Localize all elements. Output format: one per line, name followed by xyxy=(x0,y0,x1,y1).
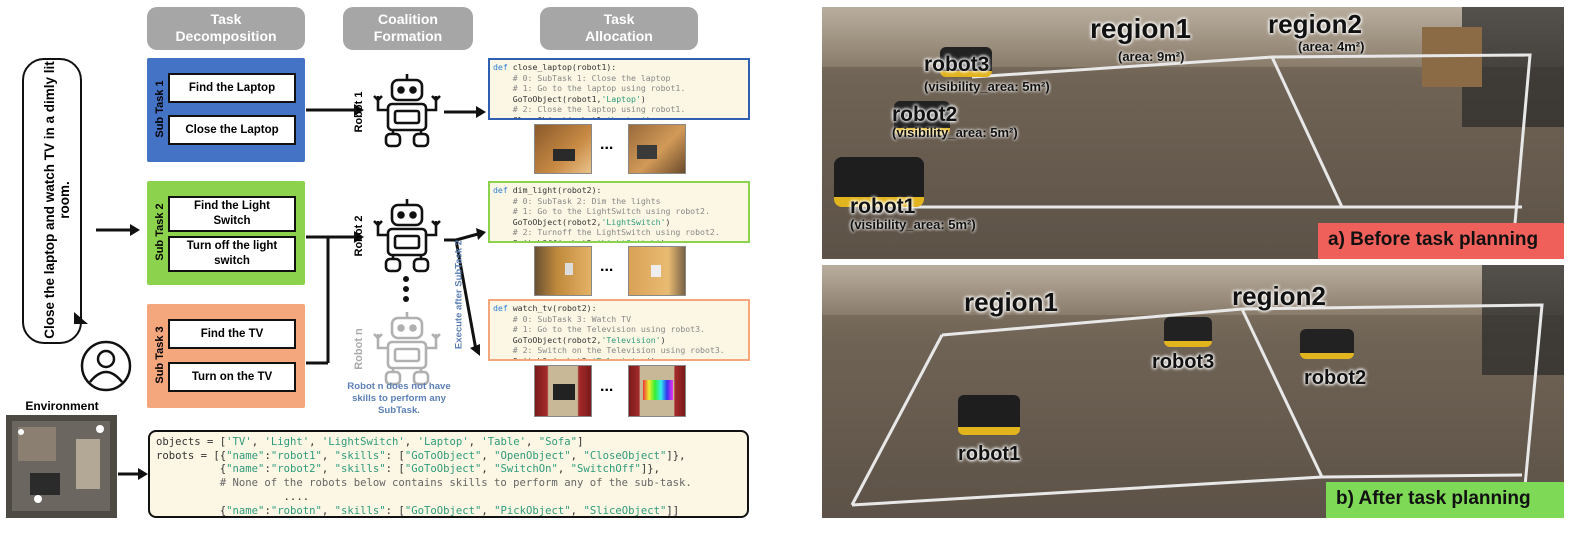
robot-1-icon xyxy=(373,74,441,148)
robot2-label: robot2 xyxy=(892,103,958,126)
instruction-bubble xyxy=(22,58,82,344)
code-line: def close_laptop(robot1): xyxy=(493,62,617,72)
code-line: # 2: Switch on the Television using robo… xyxy=(493,345,725,356)
environment-code-line: {"name":"robot2", "skills": ["GoToObject… xyxy=(156,463,660,476)
thumb-ellipsis-2: ... xyxy=(600,258,614,275)
subtask-1-item-1: Find the Laptop xyxy=(168,73,296,103)
code-block-close-laptop: def close_laptop(robot1): # 0: SubTask 1… xyxy=(488,58,750,120)
robot3-label: robot3 xyxy=(924,53,990,76)
thumb-laptop-2 xyxy=(628,124,686,174)
robot1-visibility: (visibility_area: 5m²) xyxy=(850,217,976,232)
environment-image xyxy=(6,415,117,518)
robot-3-body xyxy=(940,47,992,77)
subtask-3-label: Sub Task 3 xyxy=(154,326,166,384)
robot-2-body-after xyxy=(1300,329,1354,359)
caption-before: a) Before task planning xyxy=(1318,223,1564,259)
region2-area: (area: 4m²) xyxy=(1298,39,1365,54)
instruction-text: Close the laptop and watch TV in a dimly… xyxy=(42,61,72,339)
arrows-subtasks-robots xyxy=(306,104,364,365)
code-line: # 0: SubTask 2: Dim the lights xyxy=(493,195,661,206)
arrows-robots-code xyxy=(444,106,486,356)
robot1-label-after: robot1 xyxy=(958,443,1021,465)
robot2-visibility: (visibility_area: 5m²) xyxy=(892,125,1018,140)
code-line: SwitchOn(robot2,'Television') xyxy=(493,355,656,361)
code-line: GoToObject(robot2,'LightSwitch') xyxy=(493,216,671,227)
code-line: # 2: Turnoff the LightSwitch using robot… xyxy=(493,227,720,238)
robot-2-body xyxy=(894,101,950,135)
code-line: # 1: Go to the LightSwitch using robot2. xyxy=(493,206,710,217)
subtask-2-label: Sub Task 2 xyxy=(154,203,166,261)
bubble-tail xyxy=(74,312,88,324)
header-task-decomposition: Task Decomposition xyxy=(147,7,305,50)
subtask-2-item-1: Find the Light Switch xyxy=(168,196,296,232)
photo-after-planning: region1 region2 robot3 robot2 robot1 b) … xyxy=(822,265,1564,518)
code-line: GoToObject(robot2,'Television') xyxy=(493,334,666,345)
thumb-switch-2 xyxy=(628,246,686,296)
code-line: def dim_light(robot2): xyxy=(493,185,602,195)
robot-n-note: Robot n does not have skills to perform … xyxy=(347,381,451,416)
thumb-ellipsis-1: ... xyxy=(600,136,614,153)
code-block-dim-light: def dim_light(robot2): # 0: SubTask 2: D… xyxy=(488,181,750,243)
subtask-3-item-1: Find the TV xyxy=(168,319,296,349)
subtask-2-item-2: Turn off the light switch xyxy=(168,236,296,272)
environment-label: Environment xyxy=(25,399,99,413)
region2-label: region2 xyxy=(1268,9,1362,39)
user-icon xyxy=(80,340,132,392)
robot3-visibility: (visibility_area: 5m²) xyxy=(924,79,1050,94)
subtask-1-label: Sub Task 1 xyxy=(154,80,166,138)
header-coalition-formation: Coalition Formation xyxy=(343,7,473,50)
photo-before-planning: region1 (area: 9m²) region2 (area: 4m²) … xyxy=(822,7,1564,259)
environment-code: objects = ['TV', 'Light', 'LightSwitch',… xyxy=(148,430,749,518)
robot-3-body-after xyxy=(1164,317,1212,347)
arrow-instruction xyxy=(96,224,140,236)
robot-n-icon xyxy=(373,312,441,386)
code-line: SwitchOff(robot2,'LightSwitch') xyxy=(493,237,666,243)
robot-ellipsis xyxy=(403,276,411,302)
execute-after-label: Execute after SubTask 2 xyxy=(453,239,465,350)
arrow-environment xyxy=(118,468,148,480)
robot2-label-after: robot2 xyxy=(1304,367,1367,389)
caption-after: b) After task planning xyxy=(1326,482,1564,518)
environment-code-line: robots = [{"name":"robot1", "skills": ["… xyxy=(156,449,686,462)
thumb-ellipsis-3: ... xyxy=(600,378,614,395)
robot-n-label: Robot n xyxy=(353,328,365,370)
environment-code-line: # None of the robots below contains skil… xyxy=(156,477,692,490)
region2-label-after: region2 xyxy=(1232,281,1326,311)
code-line: # 2: Close the laptop using robot1. xyxy=(493,104,686,115)
region1-area: (area: 9m²) xyxy=(1118,49,1185,64)
thumb-tv-2 xyxy=(628,365,686,417)
code-line: def watch_tv(robot2): xyxy=(493,303,597,313)
thumb-laptop-1 xyxy=(534,124,592,174)
robot-2-icon xyxy=(373,199,441,273)
robot-2-label: Robot 2 xyxy=(353,215,365,257)
robot-1-body xyxy=(834,157,924,207)
code-line: CloseObject(robot1,'Laptop') xyxy=(493,114,651,120)
robot-1-body-after xyxy=(958,395,1020,435)
subtask-3-item-2: Turn on the TV xyxy=(168,362,296,392)
environment-code-line: {"name":"robotn", "skills": ["GoToObject… xyxy=(156,504,680,517)
code-line: # 0: SubTask 3: Watch TV xyxy=(493,313,632,324)
robot1-label: robot1 xyxy=(850,195,916,218)
environment-code-line: objects = ['TV', 'Light', 'LightSwitch',… xyxy=(156,436,584,448)
region1-label-after: region1 xyxy=(964,287,1058,317)
code-line: # 1: Go to the Television using robot3. xyxy=(493,324,705,335)
thumb-switch-1 xyxy=(534,246,592,296)
robot3-label-after: robot3 xyxy=(1152,351,1215,373)
code-line: # 1: Go to the laptop using robot1. xyxy=(493,83,686,94)
environment-code-line: .... xyxy=(156,490,310,503)
region1-label: region1 xyxy=(1090,13,1192,44)
thumb-tv-1 xyxy=(534,365,592,417)
code-line: # 0: SubTask 1: Close the laptop xyxy=(493,72,671,83)
header-task-allocation: Task Allocation xyxy=(540,7,698,50)
robot-1-label: Robot 1 xyxy=(353,91,365,133)
code-block-watch-tv: def watch_tv(robot2): # 0: SubTask 3: Wa… xyxy=(488,299,750,361)
code-line: GoToObject(robot1,'Laptop') xyxy=(493,93,646,104)
subtask-1-item-2: Close the Laptop xyxy=(168,115,296,145)
